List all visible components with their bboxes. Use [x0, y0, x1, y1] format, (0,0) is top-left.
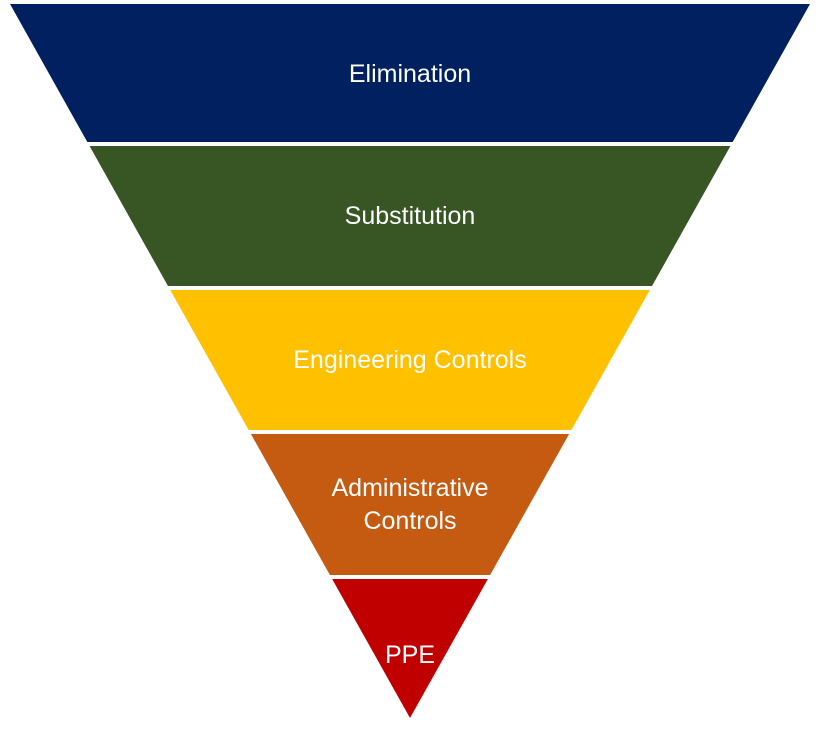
tier-4-label-line-1: Administrative [332, 474, 489, 502]
tier-3-shape [170, 290, 650, 430]
tier-5-label: PPE [385, 641, 435, 669]
tier-4-label-line-2: Controls [363, 507, 456, 535]
tier-1-shape [10, 4, 810, 142]
tier-3-label: Engineering Controls [293, 346, 526, 374]
tier-2-label: Substitution [345, 202, 476, 230]
tier-1-label: Elimination [349, 60, 471, 88]
tier-5-shape [332, 579, 488, 718]
tier-4-shape [250, 434, 570, 575]
tier-2-shape [89, 146, 731, 286]
